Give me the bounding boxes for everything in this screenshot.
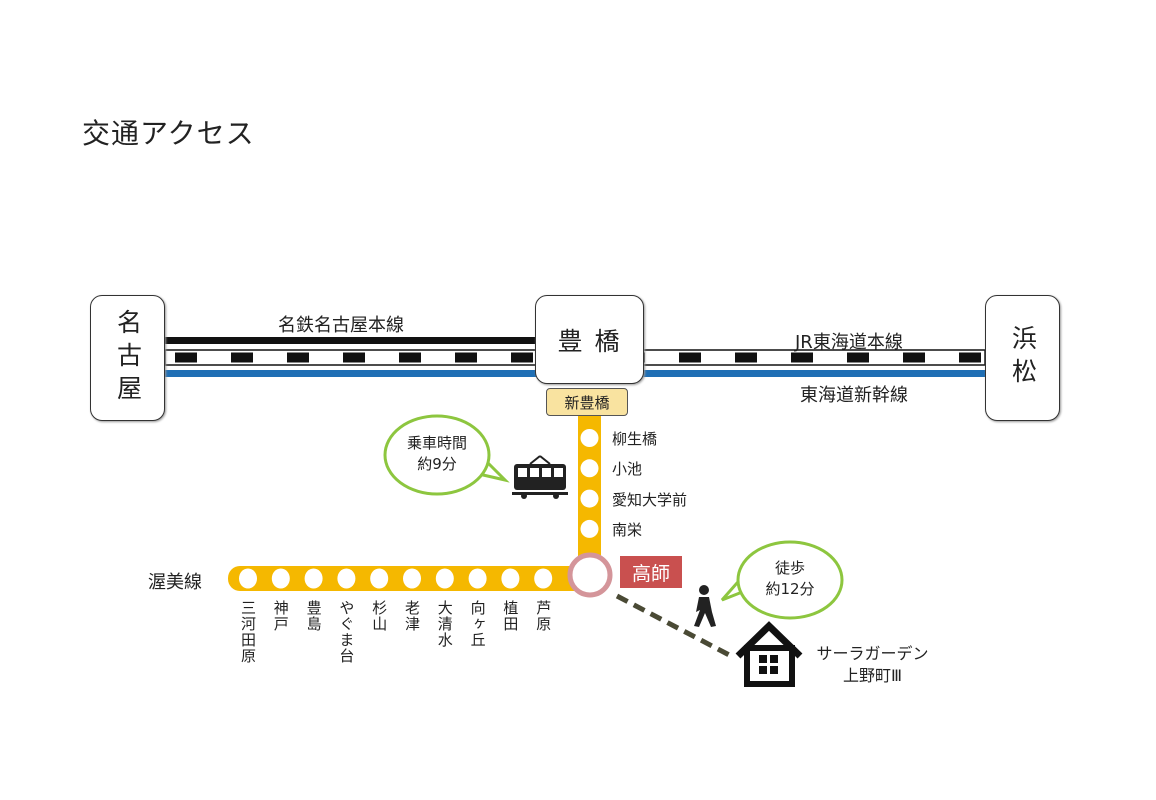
takashi-station-marker xyxy=(567,552,613,598)
station-marker xyxy=(304,568,323,589)
train-time-bubble xyxy=(383,414,510,496)
station-marker xyxy=(580,459,599,478)
station-marker xyxy=(534,568,553,589)
train-time-text: 乗車時間 約9分 xyxy=(385,433,489,475)
walk-time-text: 徒歩 約12分 xyxy=(738,558,842,600)
page-title: 交通アクセス xyxy=(82,117,255,150)
station-toyohashi: 豊 橋 xyxy=(535,295,644,384)
station-label: 神戸 xyxy=(271,600,290,632)
station-label: 杉山 xyxy=(370,600,389,632)
train-time-line2: 約9分 xyxy=(417,455,457,473)
station-label: 向ヶ丘 xyxy=(468,600,487,648)
station-label: 愛知大学前 xyxy=(612,490,688,509)
walk-time-bubble xyxy=(720,540,844,620)
shinkansen-line-label: 東海道新幹線 xyxy=(800,385,908,406)
station-marker xyxy=(239,568,257,589)
station-marker xyxy=(403,568,421,589)
station-label: 豊島 xyxy=(304,600,323,632)
station-shin-toyohashi: 新豊橋 xyxy=(546,388,628,416)
meitetsu-line xyxy=(165,337,537,344)
atsumi-line-label: 渥美線 xyxy=(148,572,202,593)
station-marker xyxy=(580,519,599,538)
house-icon xyxy=(735,621,803,687)
walking-person-icon xyxy=(694,585,716,627)
station-marker xyxy=(501,568,520,589)
station-marker xyxy=(468,568,487,589)
destination-subname: 上野町Ⅲ xyxy=(842,666,903,685)
station-marker xyxy=(435,568,454,589)
station-hamamatsu: 浜松 xyxy=(985,295,1060,421)
destination-label: サーラガーデン 上野町Ⅲ xyxy=(805,643,940,687)
station-label: 小池 xyxy=(612,460,643,479)
train-icon xyxy=(512,455,568,499)
station-label: 植田 xyxy=(501,600,520,632)
jr-line-label: JR東海道本線 xyxy=(795,332,903,353)
station-label: 三河田原 xyxy=(239,600,257,664)
station-takashi: 高師 xyxy=(620,556,682,588)
station-nagoya: 名古屋 xyxy=(90,295,165,421)
station-label: 大清水 xyxy=(435,600,454,648)
station-marker xyxy=(370,568,389,589)
destination-name: サーラガーデン xyxy=(816,644,929,663)
station-label: 芦原 xyxy=(534,600,553,632)
station-marker xyxy=(271,568,290,589)
meitetsu-line-label: 名鉄名古屋本線 xyxy=(278,315,404,336)
station-label: 南栄 xyxy=(612,520,643,539)
walk-time-line1: 徒歩 xyxy=(774,559,805,577)
station-marker xyxy=(580,429,599,447)
station-marker xyxy=(580,489,599,508)
walk-time-line2: 約12分 xyxy=(765,580,815,598)
station-label: 柳生橋 xyxy=(612,430,658,448)
train-time-line1: 乗車時間 xyxy=(406,434,467,452)
walking-path xyxy=(615,593,735,660)
station-label: やぐま台 xyxy=(337,600,356,664)
station-marker xyxy=(337,568,356,589)
station-label: 老津 xyxy=(403,600,421,632)
